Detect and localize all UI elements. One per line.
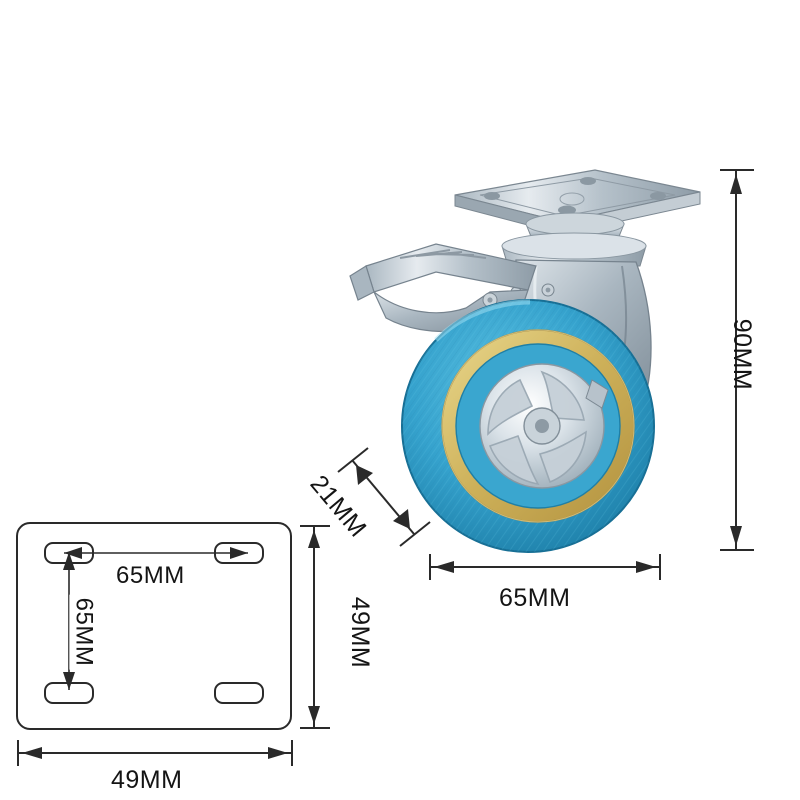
height-dimension-label: 90MM: [728, 318, 757, 391]
height-dimension-line: [720, 169, 754, 551]
plate-hole-horizontal-dimension: [64, 547, 248, 559]
plate-hole-bottom-right: [214, 682, 264, 704]
wheel-diameter-label: 65MM: [499, 584, 571, 612]
plate-hole-vertical-label: 65MM: [69, 594, 98, 670]
plate-height-dimension-line: [300, 525, 330, 729]
plate-width-dimension-line: [17, 740, 293, 766]
plate-hole-vertical-dimension: [63, 552, 75, 690]
wheel-diameter-dimension-line: [429, 554, 661, 580]
plate-height-label: 49MM: [346, 596, 375, 669]
mounting-plate-outline: [16, 522, 292, 730]
wheel-thickness-dimension-line: [337, 447, 431, 547]
caster-wheel-illustration: [349, 169, 701, 553]
plate-hole-horizontal-label: 65MM: [113, 562, 188, 590]
plate-width-label: 49MM: [111, 766, 183, 794]
